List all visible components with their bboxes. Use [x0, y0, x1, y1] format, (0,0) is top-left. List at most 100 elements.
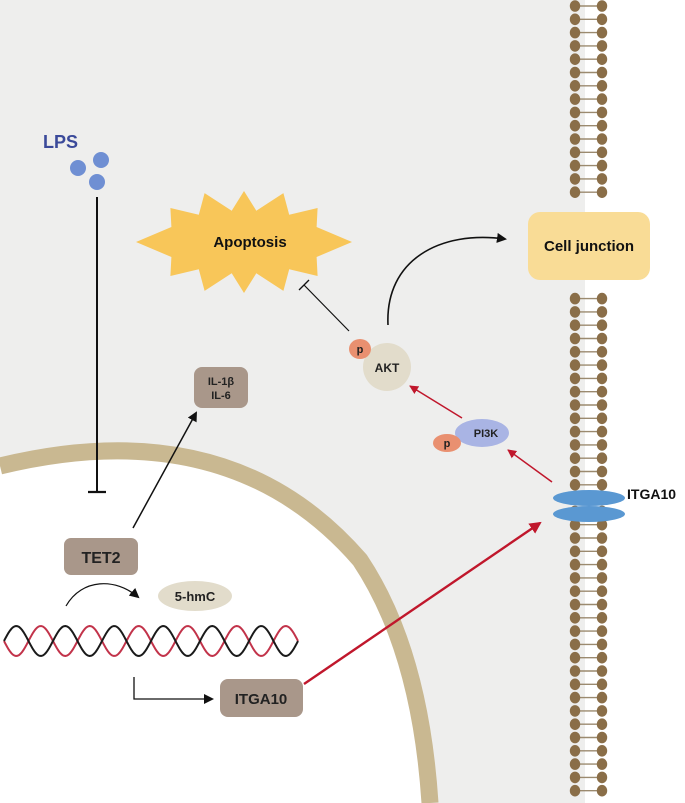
itga10-receptor-top: [553, 490, 625, 506]
lipid-head: [596, 452, 608, 465]
lipid-head: [596, 359, 608, 371]
lipid-head: [569, 771, 581, 784]
tet2-box: [64, 538, 138, 575]
lipid-head: [596, 678, 608, 691]
lipid-head: [569, 665, 581, 677]
lipid-head: [596, 372, 608, 385]
lipid-head: [596, 40, 608, 52]
lipid-head: [569, 651, 581, 664]
lipid-head: [596, 758, 608, 770]
akt-phospho-label: p: [357, 344, 364, 356]
lipid-head: [569, 612, 581, 624]
lipid-head: [596, 771, 608, 784]
akt-phospho-badge: [349, 339, 371, 359]
lipid-head: [596, 13, 608, 26]
apoptosis-burst: [136, 191, 352, 293]
lipid-head: [569, 731, 581, 744]
pi3k-node: [455, 419, 509, 447]
pi3k-phospho-badge: [433, 434, 461, 452]
lipid-head: [596, 572, 608, 584]
lps-label: LPS: [43, 132, 78, 152]
lipid-head: [596, 93, 608, 105]
lipid-head: [596, 186, 608, 198]
lipid-head: [569, 532, 581, 544]
lipid-head: [596, 558, 608, 571]
lipid-head: [596, 292, 608, 305]
lipid-head: [596, 665, 608, 677]
pi3k-to-akt-arrow: [409, 385, 463, 419]
lipid-head: [569, 292, 581, 305]
lipid-head: [569, 119, 581, 132]
lipid-head: [596, 306, 608, 318]
lipid-head: [569, 718, 581, 730]
lipid-head: [596, 625, 608, 637]
cell-junction-box: [528, 212, 650, 280]
lipid-head: [596, 385, 608, 398]
lipid-head: [596, 146, 608, 159]
itga10-gene-label: ITGA10: [235, 691, 288, 708]
lipid-head: [569, 439, 581, 451]
itga10-gene-box: [220, 679, 303, 717]
lipid-head: [596, 80, 608, 92]
lipid-head: [596, 412, 608, 425]
lipid-head: [596, 465, 608, 478]
lipid-head: [596, 479, 608, 491]
lipid-head: [596, 745, 608, 757]
apoptosis-label: Apoptosis: [213, 234, 286, 251]
lipid-head: [569, 53, 581, 65]
5hmc-node: [158, 581, 232, 611]
lipid-head: [569, 93, 581, 105]
lipid-head: [596, 332, 608, 345]
lipid-head: [596, 53, 608, 65]
akt-inhibition-line: [303, 284, 350, 332]
lipid-head: [569, 146, 581, 159]
lipid-head: [569, 346, 581, 358]
lipid-head: [596, 0, 608, 12]
lipid-head: [569, 359, 581, 371]
dna-to-itga10-arrow: [133, 677, 214, 704]
lipid-head: [569, 425, 581, 438]
cytokine-label-il6: IL-6: [211, 390, 231, 402]
lipid-head: [569, 173, 581, 185]
lipid-head: [596, 159, 608, 172]
lipid-head: [596, 346, 608, 358]
akt-to-junction-arrow: [387, 232, 507, 326]
pi3k-phospho-label: p: [444, 438, 451, 450]
lipid-head: [569, 80, 581, 92]
lipid-head: [569, 691, 581, 704]
lipid-head: [569, 159, 581, 172]
lipid-head: [596, 545, 608, 558]
lipid-head: [569, 372, 581, 385]
inhibition-bar: [298, 279, 310, 291]
lipid-head: [569, 332, 581, 345]
lipid-head: [569, 412, 581, 425]
lipid-head: [596, 651, 608, 664]
cytokine-box: [194, 367, 248, 408]
lipid-head: [569, 678, 581, 691]
lipid-head: [596, 119, 608, 132]
lipid-head: [569, 585, 581, 597]
lipid-head: [569, 518, 581, 531]
lipid-head: [596, 173, 608, 185]
cytokine-label-il1b: IL-1β: [208, 376, 235, 388]
pi3k-label: PI3K: [474, 428, 499, 440]
lipid-head: [569, 306, 581, 318]
lipid-head: [569, 385, 581, 398]
lipid-head: [596, 718, 608, 730]
lipid-head: [596, 133, 608, 145]
lipid-head: [569, 0, 581, 12]
lipid-head: [596, 612, 608, 624]
tet2-to-cytokine-arrow: [132, 411, 197, 529]
lps-particle: [70, 160, 86, 176]
lipid-head: [569, 13, 581, 26]
lipid-head: [569, 545, 581, 558]
itga10-to-pi3k-arrow: [507, 449, 553, 483]
lipid-head: [596, 532, 608, 544]
lipid-head: [569, 106, 581, 119]
lipid-head: [569, 479, 581, 491]
lipid-head: [569, 319, 581, 332]
lipid-head: [569, 598, 581, 611]
tet2-label: TET2: [81, 550, 120, 567]
lipid-head: [569, 558, 581, 571]
nuclear-envelope: [0, 442, 439, 803]
